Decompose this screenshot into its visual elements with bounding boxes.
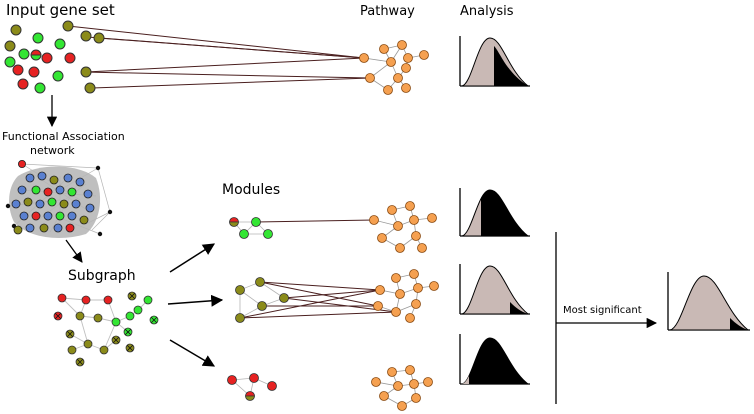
analysis-distribution-top [459, 36, 530, 87]
analysis-distribution-module-3 [459, 334, 530, 385]
label-functional-association: Functional Association [2, 130, 125, 143]
label-subgraph: Subgraph [68, 268, 136, 284]
subgraph [53, 291, 159, 367]
input-gene-set-links [67, 25, 371, 89]
label-modules: Modules [222, 182, 280, 198]
module-3 [227, 373, 277, 401]
arrow-to-subgraph [65, 239, 83, 263]
analysis-distribution-final [667, 272, 750, 331]
label-most-significant: Most significant [563, 305, 642, 316]
pathway-top [359, 40, 429, 95]
label-input-gene-set: Input gene set [6, 1, 115, 19]
pathway-module-2 [373, 269, 439, 323]
pathway-module-3 [371, 365, 433, 411]
analysis-distribution-module-1 [459, 188, 530, 237]
pathway-module-1 [369, 201, 437, 253]
module-2 [235, 277, 397, 323]
analysis-distribution-module-2 [459, 264, 530, 315]
label-analysis: Analysis [460, 4, 514, 19]
label-pathway: Pathway [360, 4, 415, 19]
label-network: network [30, 144, 75, 157]
functional-association-network [5, 159, 113, 238]
most-significant-connector [555, 232, 658, 404]
module-1 [229, 217, 375, 239]
arrows-to-modules [167, 243, 224, 367]
input-gene-set [4, 20, 105, 94]
